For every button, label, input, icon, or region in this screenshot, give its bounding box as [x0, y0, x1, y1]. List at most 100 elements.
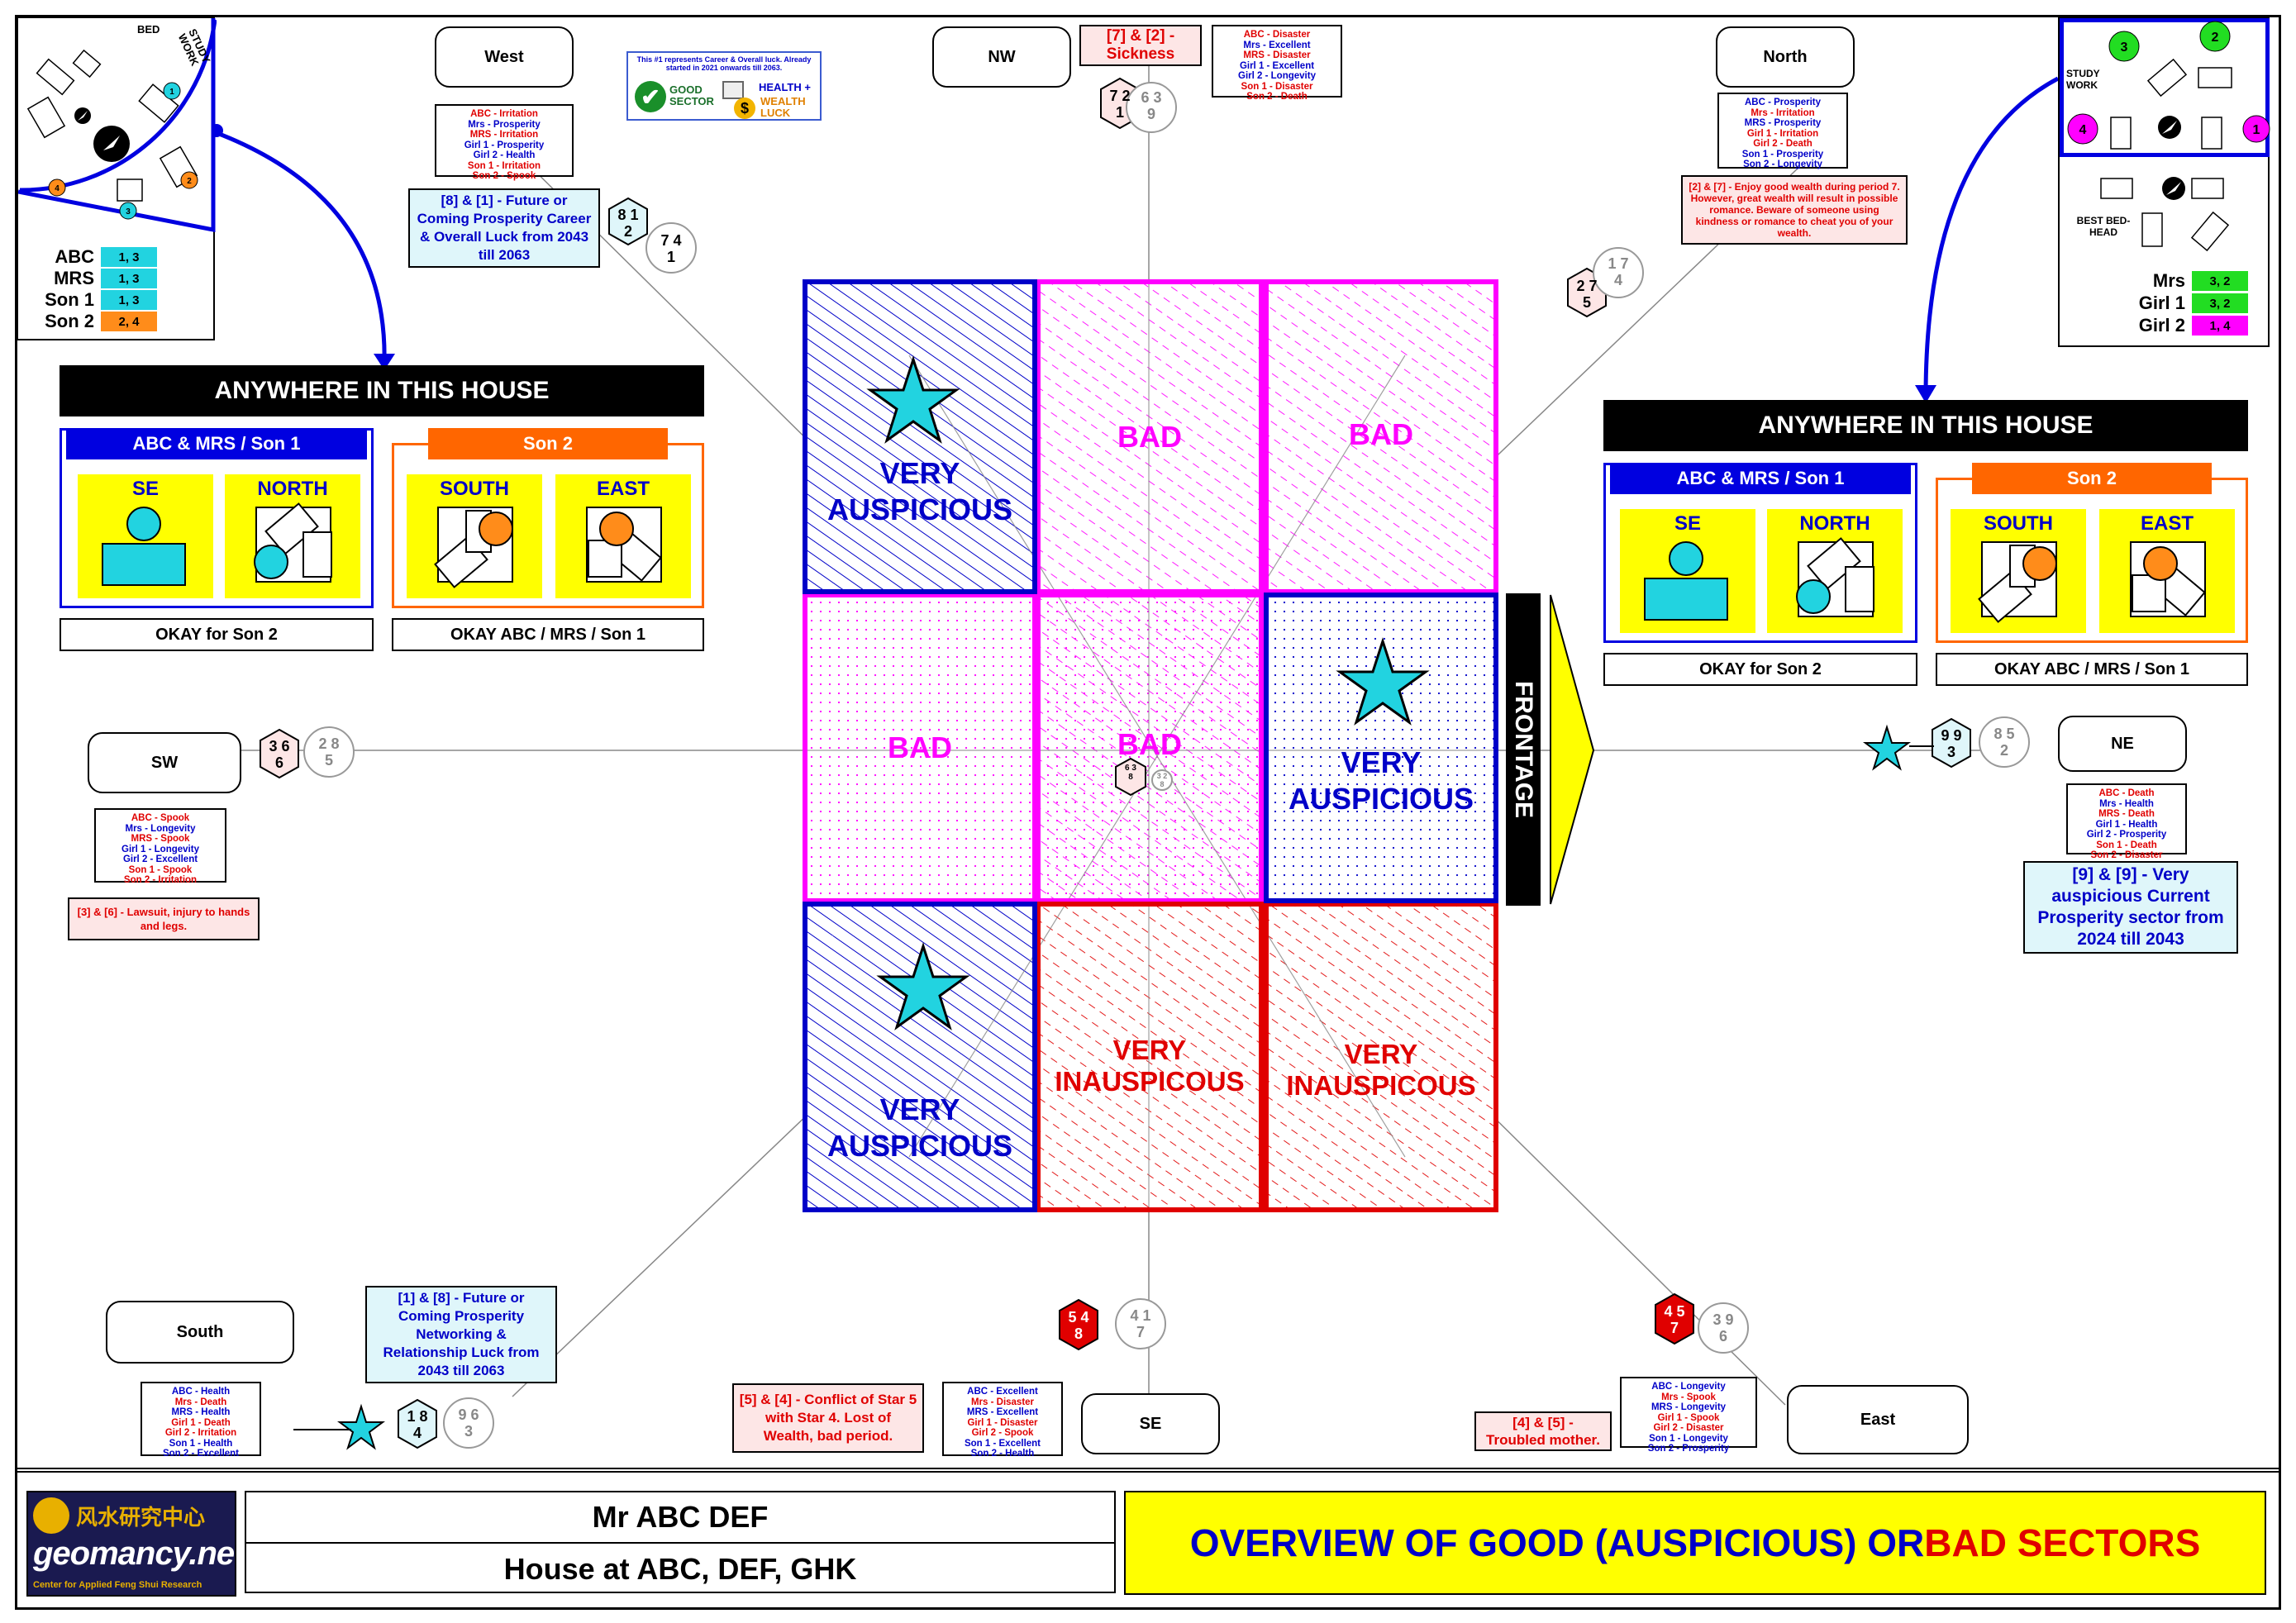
star-e-icon: [1336, 637, 1430, 726]
fortune-line: Girl 2 - Excellent: [122, 854, 198, 864]
fortune-line: MRS - Disaster: [1243, 50, 1311, 60]
fortune-line: MRS - Excellent: [966, 1407, 1039, 1417]
legend-right-study-area: [2060, 18, 2270, 157]
fortune-line: Son 2 - Prosperity: [1647, 1444, 1730, 1454]
fortune-line: Son 1 - Excellent: [964, 1438, 1041, 1449]
footer-logo: 风水研究中心 geomancy.net Center for Applied F…: [26, 1491, 236, 1597]
fortune-line: Girl 2 - Longevity: [1238, 71, 1316, 81]
frontage-label: FRONTAGE: [1510, 680, 1538, 819]
footer-divider: [15, 1468, 2281, 1473]
stars-ne-a: 9 9 3: [1941, 727, 1962, 760]
note-north: [2] & [7] - Enjoy good wealth during per…: [1681, 175, 1908, 245]
cell-sw-label: VERY AUSPICIOUS: [826, 1092, 1013, 1163]
legend-right-floorplan: 3 2 4 1: [2067, 21, 2270, 252]
fortune-line: Girl 2 - Health: [473, 150, 536, 160]
panel-left-group2-title: Son 2: [428, 428, 668, 459]
direction-sw: SW: [88, 732, 241, 793]
fortune-line: Girl 1 - Prosperity: [464, 140, 545, 150]
fortune-line: Son 2 - Excellent: [162, 1449, 240, 1459]
note-west: [8] & [1] - Future or Coming Prosperity …: [408, 188, 600, 268]
fortune-line: Mrs - Excellent: [1243, 40, 1311, 50]
note-sw: [3] & [6] - Lawsuit, injury to hands and…: [68, 897, 260, 940]
panel-left-east: EAST: [555, 474, 691, 598]
fortune-line: Girl 2 - Spook: [971, 1428, 1034, 1438]
fortune-line: ABC - Excellent: [967, 1387, 1038, 1397]
panel-right-title: ANYWHERE IN THIS HOUSE: [1603, 400, 2248, 451]
star-ne-icon: [1863, 724, 1911, 771]
fortune-line: Girl 2 - Death: [1753, 139, 1813, 149]
fortune-line: Girl 1 - Spook: [1657, 1412, 1720, 1423]
frontage-label-wrap: FRONTAGE: [1506, 593, 1541, 906]
fortune-line: Girl 1 - Health: [2095, 819, 2158, 830]
hand-icon: [722, 81, 744, 99]
stars-east-b: 3 9 6: [1712, 1311, 1734, 1345]
direction-south: South: [106, 1301, 294, 1364]
fortune-line: Son 1 - Disaster: [1241, 81, 1313, 92]
fortune-line: Girl 1 - Death: [171, 1417, 231, 1428]
fortune-line: Son 2 - Spook: [472, 171, 536, 181]
fortune-line: ABC - Disaster: [1243, 30, 1311, 40]
cell-nw-label: VERY AUSPICIOUS: [826, 456, 1013, 526]
fortune-line: Girl 1 - Longevity: [121, 844, 199, 854]
fortune-line: MRS - Prosperity: [1744, 118, 1822, 128]
wealth-label: WEALTH LUCK: [760, 95, 806, 119]
stars-se-a: 5 4 8: [1068, 1309, 1089, 1342]
stars-west-b: 7 4 1: [660, 232, 682, 265]
fortune-line: MRS - Irritation: [469, 130, 539, 140]
panel-left-south: SOUTH: [407, 474, 542, 598]
fortune-line: ABC - Health: [171, 1387, 231, 1397]
good-sector-label: GOOD SECTOR: [669, 83, 714, 107]
fortune-line: Girl 2 - Irritation: [164, 1428, 237, 1438]
stars-center-a: 6 3 8: [1125, 764, 1136, 782]
stars-nw-b: 6 3 9: [1141, 89, 1162, 122]
panel-left-title: ANYWHERE IN THIS HOUSE: [60, 365, 704, 416]
fortune-line: Girl 2 - Disaster: [1653, 1423, 1724, 1433]
panel-right-group1-title: ABC & MRS / Son 1: [1610, 463, 1911, 494]
cell-s-label: VERY INAUSPICOUS: [1055, 1035, 1245, 1097]
cell-e-label: VERY AUSPICIOUS: [1288, 745, 1474, 816]
note-nw: [7] & [2] - Sickness: [1079, 25, 1202, 66]
fortune-line: Son 2 - Health: [970, 1449, 1035, 1459]
frontage-bar: [1506, 593, 1541, 906]
fortune-line: MRS - Longevity: [1651, 1402, 1727, 1412]
direction-ne: NE: [2058, 716, 2187, 772]
panel-left-ok2: OKAY ABC / MRS / Son 1: [392, 618, 704, 651]
fortune-line: Mrs - Health: [2099, 798, 2154, 809]
fortune-line: Mrs - Irritation: [1751, 107, 1815, 118]
stars-north-b: 1 7 4: [1608, 255, 1629, 288]
panel-left-ok1: OKAY for Son 2: [60, 618, 374, 651]
svg-text:1: 1: [169, 88, 174, 97]
stars-south-a: 1 8 4: [407, 1408, 428, 1441]
panel-left-group1-title: ABC & MRS / Son 1: [66, 428, 367, 459]
stars-east-a: 4 5 7: [1664, 1303, 1685, 1336]
footer-house: House at ABC, DEF, GHK: [503, 1552, 857, 1586]
star-nw-icon: [866, 355, 960, 444]
star-south-icon: [337, 1403, 385, 1450]
stars-west-a: 8 1 2: [617, 207, 639, 240]
fortune-line: Son 1 - Longevity: [1649, 1433, 1728, 1444]
info-note: This #1 represents Career & Overall luck…: [636, 55, 812, 72]
svg-text:3: 3: [126, 207, 131, 217]
direction-east: East: [1787, 1385, 1969, 1454]
fortune-line: Son 2 - Irritation: [123, 875, 198, 885]
note-se: [5] & [4] - Conflict of Star 5 with Star…: [732, 1383, 924, 1453]
stars-sw-a: 3 6 6: [269, 738, 290, 771]
panel-left-north: NORTH: [225, 474, 360, 598]
note-south: [1] & [8] - Future or Coming Prosperity …: [365, 1286, 557, 1383]
footer-logo-cn: 风水研究中心: [76, 1506, 206, 1530]
svg-text:1: 1: [2253, 123, 2260, 137]
cell-c-label: BAD: [1117, 727, 1182, 761]
legend-left-floorplan: 1 2 3 4: [18, 18, 217, 233]
info-box: This #1 represents Career & Overall luck…: [626, 51, 822, 121]
frontage-arrow-icon: [1550, 594, 1595, 905]
footer-logo-sub: Center for Applied Feng Shui Research: [33, 1580, 202, 1590]
